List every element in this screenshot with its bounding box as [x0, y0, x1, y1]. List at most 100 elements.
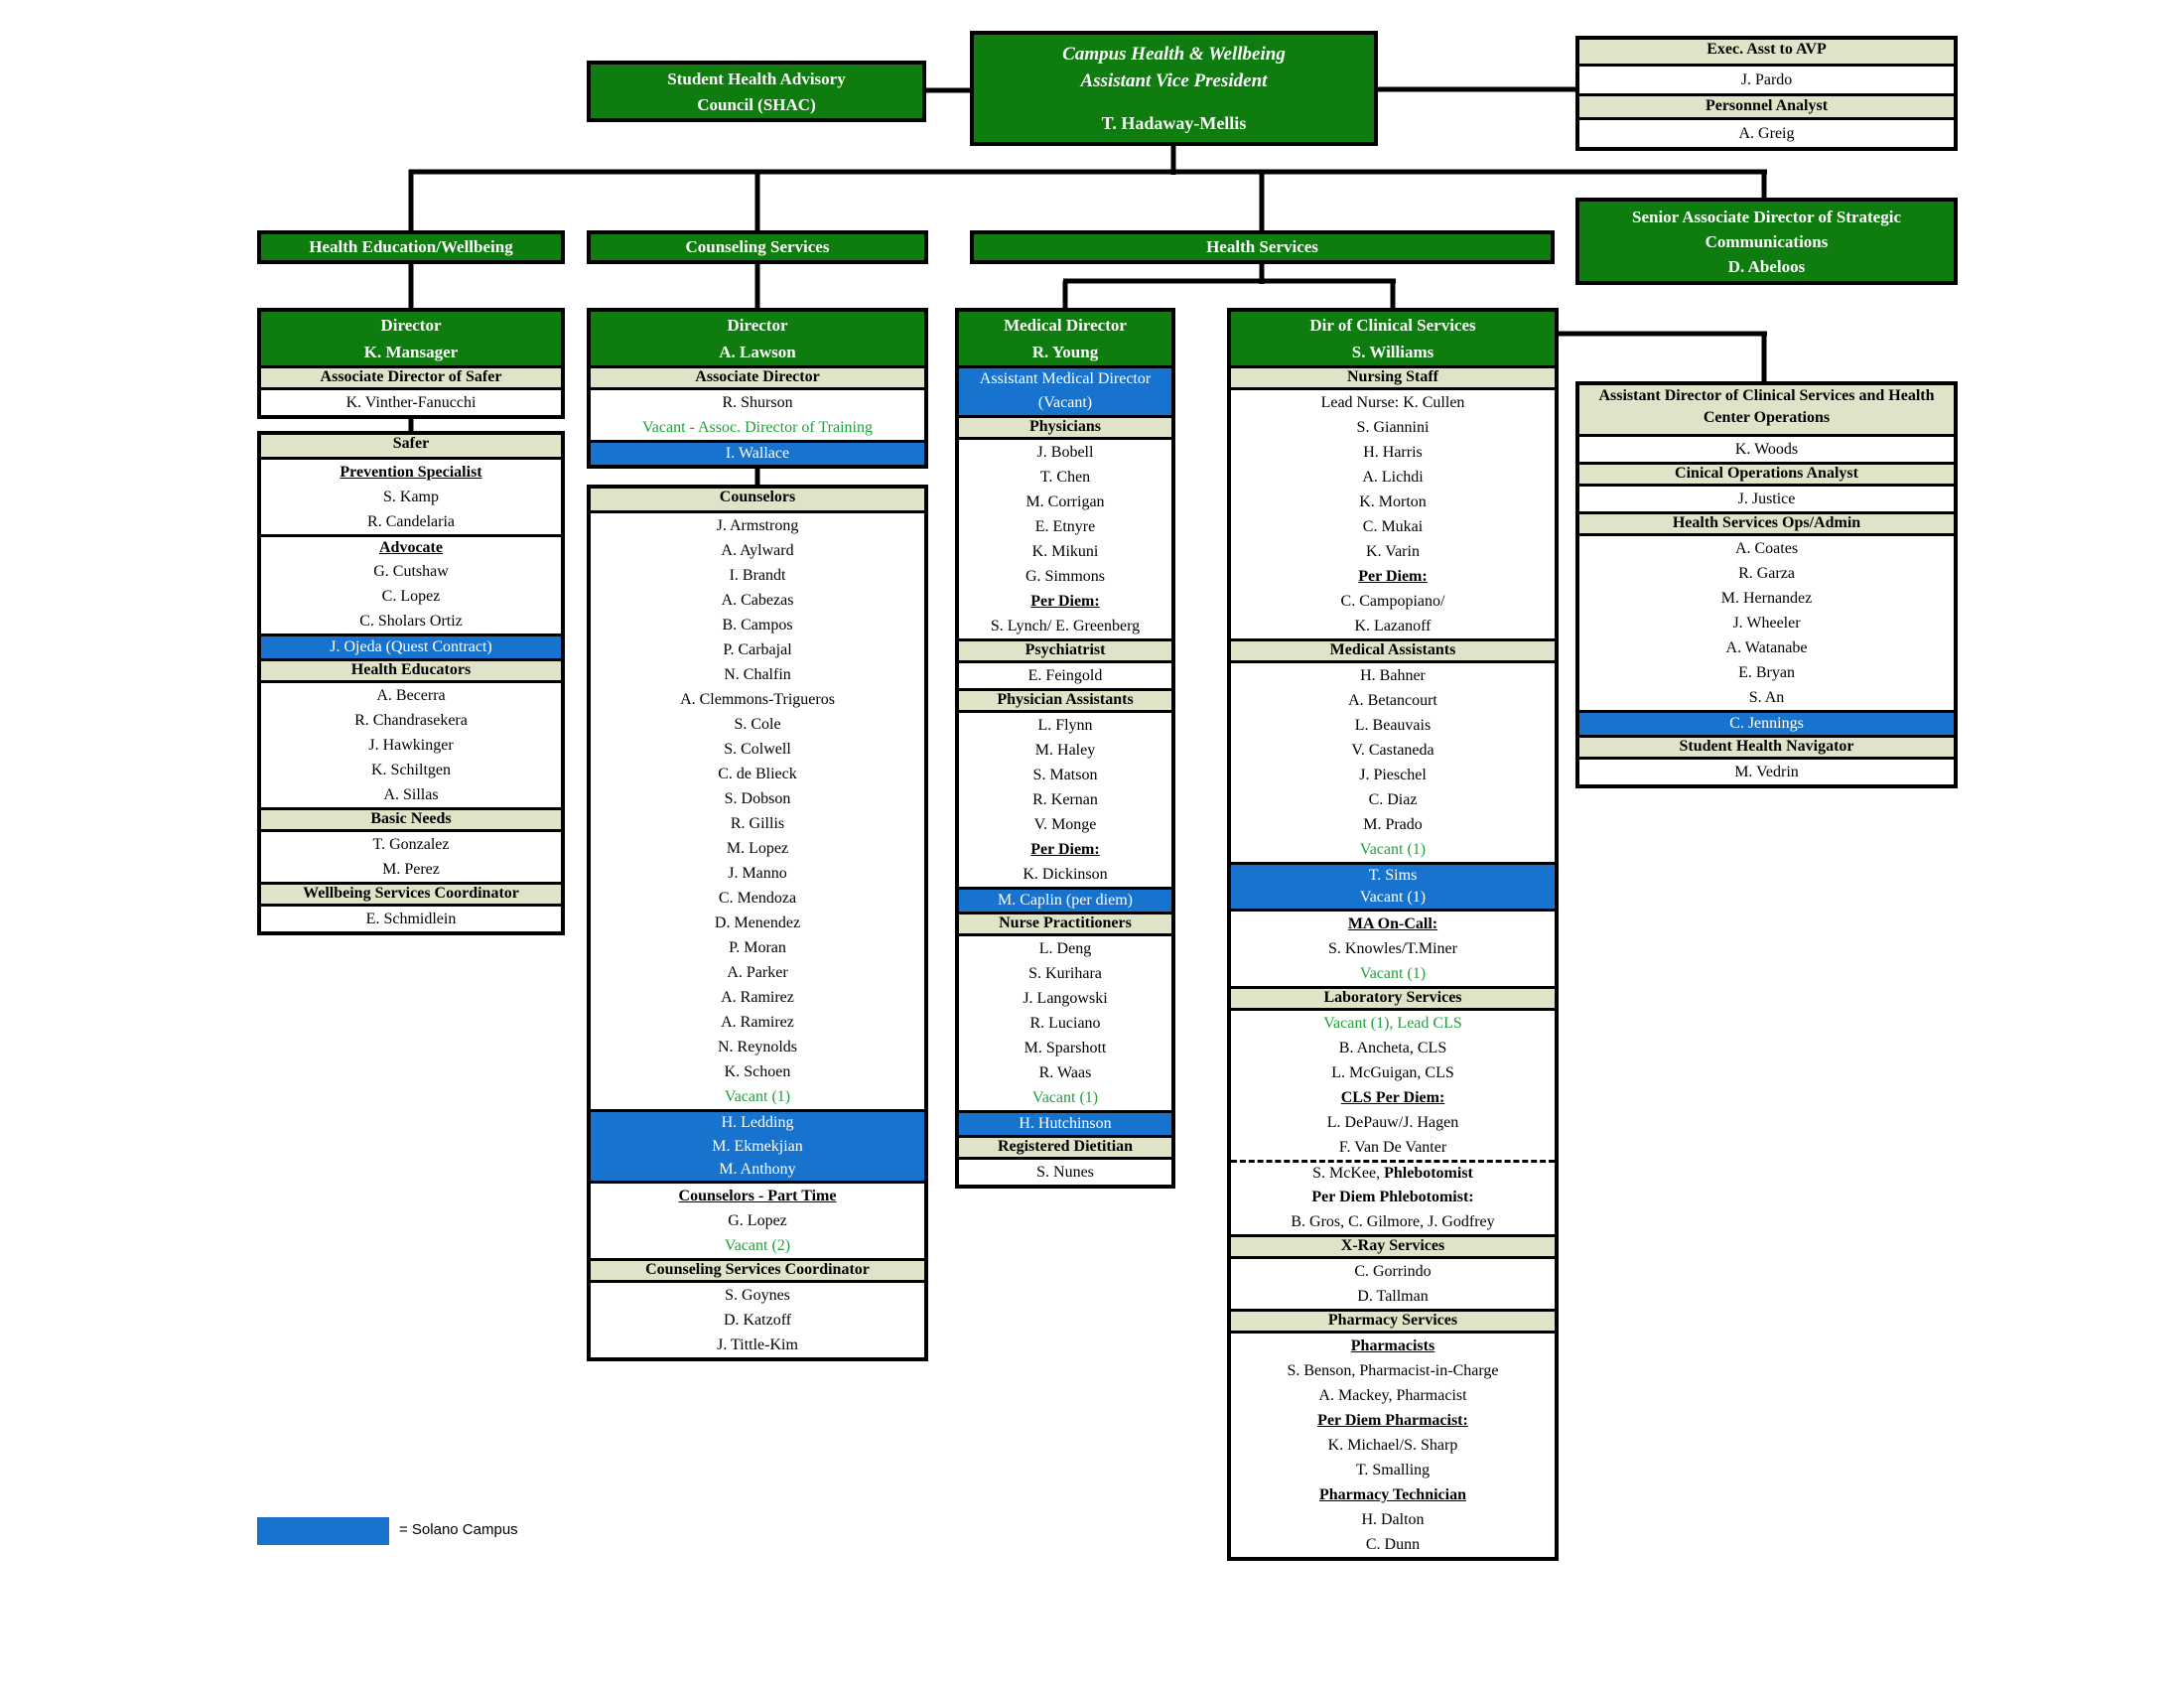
org-row: I. Wallace [591, 440, 924, 465]
org-row: S. Dobson [591, 786, 924, 811]
org-row: R. Waas [959, 1060, 1171, 1085]
org-row: M. Ekmekjian [591, 1134, 924, 1159]
org-row: A. Ramirez [591, 985, 924, 1010]
legend-solano-swatch [257, 1517, 389, 1545]
org-row: Safer [261, 435, 561, 460]
org-row: Per Diem: [959, 589, 1171, 614]
org-row: CLS Per Diem: [1231, 1085, 1555, 1110]
org-row: A. Clemmons-Trigueros [591, 687, 924, 712]
org-row: C. Diaz [1231, 787, 1555, 812]
org-row: Per Diem: [959, 837, 1171, 862]
org-row: L. Beauvais [1231, 713, 1555, 738]
org-row: V. Monge [959, 812, 1171, 837]
org-row: R. Candelaria [261, 509, 561, 534]
org-row: M. Hernandez [1579, 586, 1954, 611]
org-row: G. Lopez [591, 1208, 924, 1233]
branch-header-health-services: Health Services [970, 230, 1555, 264]
org-row: G. Cutshaw [261, 559, 561, 584]
org-row: A. Watanabe [1579, 635, 1954, 660]
org-row: M. Lopez [591, 836, 924, 861]
org-row: S. Lynch/ E. Greenberg [959, 614, 1171, 638]
org-row: C. Gorrindo [1231, 1259, 1555, 1284]
org-row: H. Bahner [1231, 663, 1555, 688]
org-row: E. Etnyre [959, 514, 1171, 539]
org-row: A. Lichdi [1231, 465, 1555, 490]
org-row: Student Health Navigator [1579, 735, 1954, 760]
org-row: M. Vedrin [1579, 760, 1954, 784]
org-row: Assistant Medical Director [959, 365, 1171, 390]
org-row: A. Lawson [591, 339, 924, 365]
org-row: Advocate [261, 534, 561, 559]
org-row: K. Mansager [261, 339, 561, 365]
org-row: C. Jennings [1579, 710, 1954, 735]
org-row: B. Campos [591, 613, 924, 637]
org-row: M. Haley [959, 738, 1171, 763]
org-row: K. Morton [1231, 490, 1555, 514]
org-row: J. Pardo [1579, 67, 1954, 93]
org-row: Pharmacy Services [1231, 1309, 1555, 1334]
org-row: P. Moran [591, 935, 924, 960]
org-row: J. Bobell [959, 440, 1171, 465]
org-row: K. Dickinson [959, 862, 1171, 887]
org-row: K. Michael/S. Sharp [1231, 1433, 1555, 1458]
org-row: R. Chandrasekera [261, 708, 561, 733]
org-row: J. Armstrong [591, 513, 924, 538]
org-row: Vacant - Assoc. Director of Training [591, 415, 924, 440]
org-row: C. de Blieck [591, 762, 924, 786]
org-row: Vacant (2) [591, 1233, 924, 1258]
org-row: Counseling Services Coordinator [591, 1258, 924, 1283]
org-row: S. Kamp [261, 485, 561, 509]
org-row: S. An [1579, 685, 1954, 710]
org-row: Prevention Specialist [261, 460, 561, 485]
org-row: B. Gros, C. Gilmore, J. Godfrey [1231, 1209, 1555, 1234]
org-row: E. Feingold [959, 663, 1171, 688]
org-row: T. Smalling [1231, 1458, 1555, 1482]
org-row: L. Flynn [959, 713, 1171, 738]
org-row: P. Carbajal [591, 637, 924, 662]
org-row: Per Diem Phlebotomist: [1231, 1185, 1555, 1209]
strategic-communications-box: Senior Associate Director of Strategic C… [1575, 198, 1958, 285]
org-row: Vacant (1) [959, 1085, 1171, 1110]
org-row: J. Justice [1579, 487, 1954, 511]
org-row: J. Langowski [959, 986, 1171, 1011]
org-row: R. Gillis [591, 811, 924, 836]
org-row: D. Tallman [1231, 1284, 1555, 1309]
org-row: X-Ray Services [1231, 1234, 1555, 1259]
org-row: S. Matson [959, 763, 1171, 787]
org-row: J. Wheeler [1579, 611, 1954, 635]
org-row: H. Dalton [1231, 1507, 1555, 1532]
org-row: Vacant (1) [1231, 887, 1555, 912]
org-row: K. Vinther-Fanucchi [261, 390, 561, 415]
org-row: S. Williams [1231, 339, 1555, 365]
org-row: N. Chalfin [591, 662, 924, 687]
shac-line2: Council (SHAC) [697, 95, 816, 114]
org-row: R. Shurson [591, 390, 924, 415]
org-row: S. Benson, Pharmacist-in-Charge [1231, 1358, 1555, 1383]
org-row: G. Simmons [959, 564, 1171, 589]
org-row: S. Giannini [1231, 415, 1555, 440]
org-row: A. Aylward [591, 538, 924, 563]
branch-header-counseling-services: Counseling Services [587, 230, 928, 264]
org-row: Personnel Analyst [1579, 93, 1954, 120]
org-row: D. Menendez [591, 911, 924, 935]
clinical-ops-box: Assistant Director of Clinical Services … [1575, 381, 1958, 788]
org-row: A. Coates [1579, 536, 1954, 561]
org-row: Pharmacists [1231, 1334, 1555, 1358]
org-row: Cinical Operations Analyst [1579, 462, 1954, 487]
org-row: Psychiatrist [959, 638, 1171, 663]
org-row: S. Kurihara [959, 961, 1171, 986]
org-row: T. Chen [959, 465, 1171, 490]
org-row: A. Cabezas [591, 588, 924, 613]
org-row: M. Anthony [591, 1159, 924, 1184]
org-row: K. Schiltgen [261, 758, 561, 782]
org-row: M. Corrigan [959, 490, 1171, 514]
org-row: A. Greig [1579, 120, 1954, 147]
org-row: C. Campopiano/ [1231, 589, 1555, 614]
org-row: L. DePauw/J. Hagen [1231, 1110, 1555, 1135]
